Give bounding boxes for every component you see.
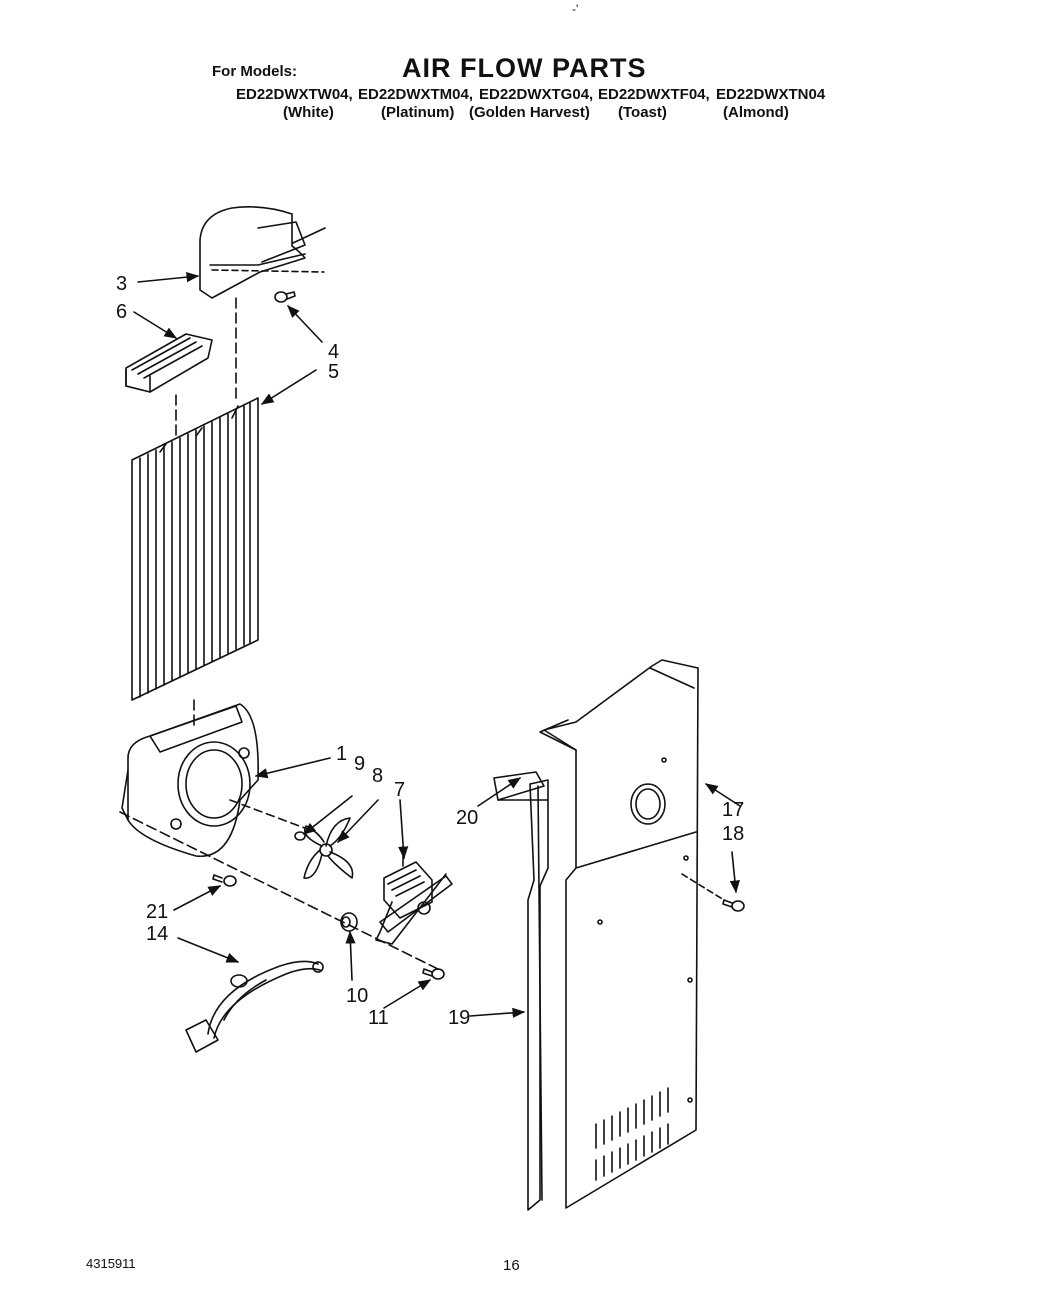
wiring-harness-part [185, 960, 324, 1053]
gasket-part [493, 771, 549, 801]
callout-9: 9 [354, 753, 365, 775]
model-color: (White) [283, 104, 334, 121]
callout-20: 20 [456, 807, 478, 829]
screw-part [274, 291, 296, 303]
fan-shroud-part [121, 703, 259, 857]
callout-7: 7 [394, 779, 405, 801]
model-color: (Almond) [723, 104, 789, 121]
model-code: ED22DWXTW04, [236, 86, 353, 103]
callout-4: 4 [328, 341, 339, 363]
evaporator-coil-part [131, 397, 259, 701]
callout-10: 10 [346, 985, 368, 1007]
callout-6: 6 [116, 301, 127, 323]
document-number: 4315911 [86, 1256, 136, 1271]
air-duct-cover-part [199, 206, 326, 299]
side-channel-part [527, 779, 549, 1211]
model-color: (Golden Harvest) [469, 104, 590, 121]
for-models-label: For Models: [212, 63, 297, 80]
fan-blade-part [303, 817, 354, 879]
callout-19: 19 [448, 1007, 470, 1029]
fan-motor-part [375, 855, 453, 945]
callout-1: 1 [336, 743, 347, 765]
screw-part [212, 874, 237, 887]
model-color: (Platinum) [381, 104, 455, 121]
model-code: ED22DWXTM04, [358, 86, 474, 103]
callout-5: 5 [328, 361, 339, 383]
model-code: ED22DWXTN04 [716, 86, 826, 103]
callout-11: 11 [368, 1007, 389, 1029]
screw-part [422, 968, 445, 980]
callout-18: 18 [722, 823, 744, 845]
model-code: ED22DWXTF04, [598, 86, 710, 103]
fan-clip-part [294, 831, 306, 841]
rear-panel-part [539, 659, 699, 1209]
model-code: ED22DWXTG04, [479, 86, 594, 103]
page-number: 16 [503, 1257, 520, 1274]
callout-3: 3 [116, 273, 127, 295]
page-title: AIR FLOW PARTS [402, 53, 647, 83]
grille-part [125, 333, 213, 393]
screw-part [681, 873, 745, 912]
model-color: (Toast) [618, 104, 667, 121]
callout-21: 21 [146, 901, 168, 923]
page-corner-mark: -' [572, 2, 579, 16]
callout-17: 17 [722, 799, 744, 821]
callout-14: 14 [146, 923, 168, 945]
callout-8: 8 [372, 765, 383, 787]
